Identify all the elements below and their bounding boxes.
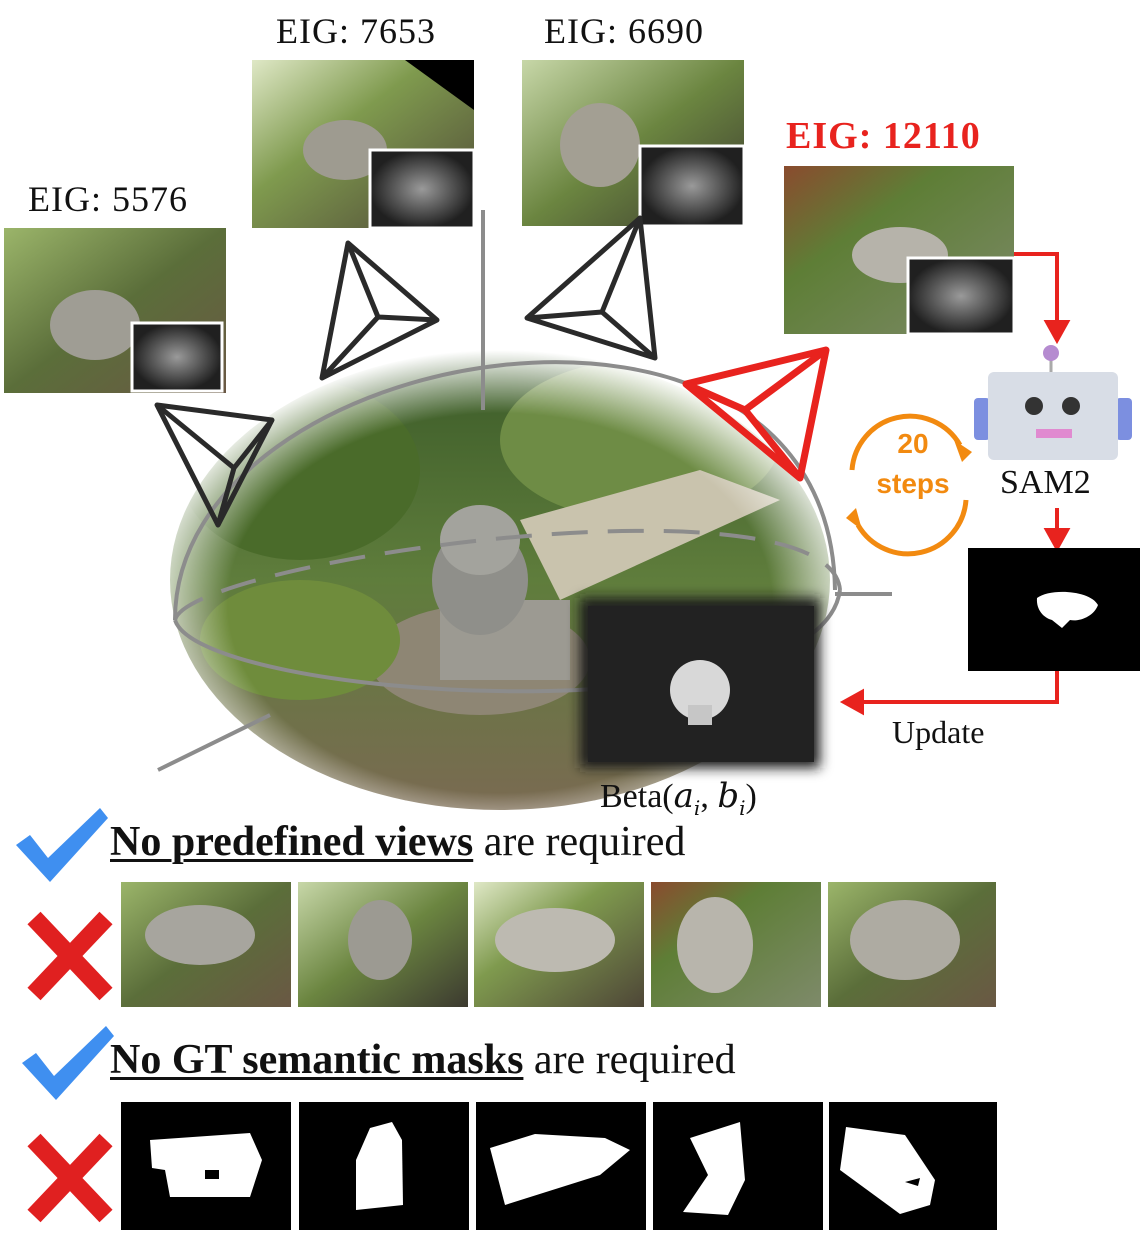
beta-a: a	[673, 776, 694, 816]
checkmark-icon	[16, 808, 108, 882]
claim-no-predefined-views: No predefined views are required	[110, 818, 685, 866]
cross-icon	[27, 911, 113, 1001]
beta-suffix: )	[745, 778, 757, 815]
cross-icon	[27, 1133, 113, 1223]
beta-sep: ,	[700, 778, 718, 815]
sam2-label: SAM2	[1000, 464, 1091, 501]
claim-no-gt-masks: No GT semantic masks are required	[110, 1036, 736, 1084]
view-thumbnail-1	[4, 228, 226, 393]
eig-label-view-1: EIG: 5576	[28, 179, 188, 219]
camera-frustum-icon-selected	[682, 346, 830, 482]
beta-uncertainty-map	[580, 598, 820, 768]
loop-unit: steps	[876, 468, 950, 499]
view-thumbnail-2	[252, 60, 476, 230]
sam2-mask-output	[968, 548, 1140, 671]
beta-prefix: Beta(	[600, 778, 674, 815]
update-label: Update	[892, 714, 985, 750]
gt-mask-thumbnails	[121, 1102, 997, 1230]
camera-frustum-icon	[319, 240, 440, 381]
view-thumbnail-3	[522, 60, 746, 228]
claim-2-rest: are required	[523, 1037, 736, 1083]
camera-frustum-icon	[524, 215, 658, 361]
eig-label-view-4-selected: EIG: 12110	[786, 115, 981, 157]
beta-b: b	[717, 776, 740, 816]
view-thumbnail-4-selected	[784, 166, 1016, 336]
beta-formula: Beta(ai, bi)	[600, 776, 757, 821]
beta-b-sub: i	[739, 795, 746, 820]
claim-2-bold: No GT semantic masks	[110, 1037, 524, 1083]
loop-count: 20	[897, 428, 929, 459]
loop-arrows-icon	[846, 413, 972, 557]
predefined-view-thumbnails	[121, 882, 996, 1007]
robot-icon	[974, 345, 1132, 460]
eig-label-view-2: EIG: 7653	[276, 11, 436, 51]
claim-1-rest: are required	[473, 819, 686, 865]
beta-a-sub: i	[693, 795, 701, 820]
hemisphere	[157, 210, 892, 772]
camera-frustum-icon	[154, 402, 275, 528]
flow-arrows	[839, 252, 1071, 716]
claim-1-bold: No predefined views	[110, 819, 474, 865]
checkmark-icon	[22, 1026, 114, 1100]
eig-label-view-3: EIG: 6690	[544, 11, 704, 51]
